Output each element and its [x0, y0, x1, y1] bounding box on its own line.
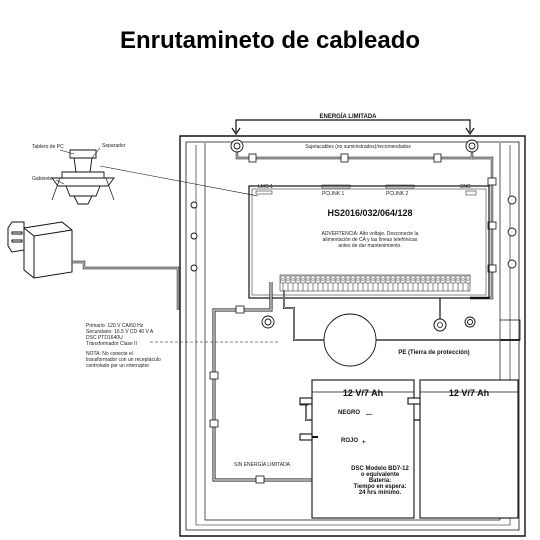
- terminal-screw-head: [386, 278, 390, 281]
- terminal-screw-head: [296, 278, 300, 281]
- note-line-3: controlado por un interruptor: [86, 363, 149, 369]
- transformer-spec-2: Secundario: 16.5 V CD 40 V A: [86, 329, 154, 335]
- terminal-screw-head: [461, 278, 465, 281]
- warning-line-2: alimentación de CA y las líneas telefóni…: [323, 237, 418, 243]
- power-wire-loop: [212, 282, 318, 482]
- warning-line-1: ADVERTENCIA: Alto voltaje. Desconecte la: [322, 231, 419, 237]
- transformer-spec-4: Transformador Clase II: [86, 341, 137, 347]
- terminal-screw-head: [326, 278, 330, 281]
- terminal-screw-head: [431, 278, 435, 281]
- cable-clamps-label: Sujetacables (no suministrados)/recomend…: [305, 144, 411, 150]
- red-wire-label: ROJO: [341, 438, 358, 444]
- pclink2-label: PCLINK 2: [386, 191, 408, 197]
- terminal-screw-head: [396, 278, 400, 281]
- battery-left-rating: 12 V/7 Ah: [343, 388, 383, 398]
- terminal-screw-head: [421, 278, 425, 281]
- terminal-screw-head: [401, 278, 405, 281]
- terminal-screw-head: [346, 278, 350, 281]
- terminal-screw-head: [441, 278, 445, 281]
- terminal-screw-head: [291, 278, 295, 281]
- battery-right-rating: 12 V/7 Ah: [449, 388, 489, 398]
- terminal-screw-head: [371, 278, 375, 281]
- transformer-spec-1: Primario: 120 V CA/60 Hz: [86, 323, 144, 329]
- terminal-screw-head: [281, 278, 285, 281]
- note-line-1: NOTA: No conecte el: [86, 351, 133, 357]
- terminal-screw-head: [341, 278, 345, 281]
- lmc1-label: LMC-1: [258, 184, 273, 190]
- standoff-illustration: [51, 149, 115, 205]
- pclink1-label: PCLINK 1: [322, 191, 344, 197]
- terminal-screw-head: [436, 278, 440, 281]
- terminal-screw-head: [331, 278, 335, 281]
- cabinet-label: Gabinete: [32, 176, 53, 182]
- battery-left: [299, 379, 415, 519]
- terminal-screw-head: [456, 278, 460, 281]
- terminal-wire-bundle: [282, 283, 469, 291]
- terminal-screw-head: [336, 278, 340, 281]
- terminal-screw-head: [406, 278, 410, 281]
- terminal-screw-head: [351, 278, 355, 281]
- terminal-screw-head: [416, 278, 420, 281]
- terminal-screw-head: [446, 278, 450, 281]
- battery-info-2: o equivalente: [361, 472, 400, 478]
- hinge-tab: [500, 319, 521, 341]
- terminal-screw-head: [376, 278, 380, 281]
- knockout-icons: [190, 139, 517, 272]
- snc-label: SNC: [460, 184, 471, 190]
- battery-info-4: Tiempo en espera:: [354, 484, 407, 490]
- battery-right: [407, 379, 519, 519]
- terminal-screw-head: [306, 278, 310, 281]
- black-wire-label: NEGRO: [338, 410, 360, 416]
- plus-symbol: +: [362, 440, 366, 446]
- cabinet: [179, 135, 526, 537]
- terminal-screw-head: [316, 278, 320, 281]
- battery-info-5: 24 hrs mínimo.: [359, 490, 402, 496]
- transformer-spec-3: DSC PTD1640U: [86, 335, 123, 341]
- limited-energy-bracket: [231, 119, 475, 136]
- separator-label: Separador: [102, 143, 126, 149]
- ac-cable: [72, 260, 180, 310]
- warning-line-3: antes de dar mantenimiento.: [338, 243, 401, 249]
- terminal-screw-head: [321, 278, 325, 281]
- pclink1-connector: [321, 184, 351, 189]
- ground-lug-icon: [433, 298, 447, 332]
- cable-clamp-icons: [248, 153, 497, 273]
- pc-board-label: Tablero de PC: [32, 144, 64, 150]
- battery-info-1: DSC Modelo BD7-12: [351, 466, 409, 472]
- terminal-screw-head: [426, 278, 430, 281]
- pc-board: [248, 185, 490, 299]
- terminal-screw-head: [411, 278, 415, 281]
- terminal-screw-head: [391, 278, 395, 281]
- terminal-screw-head: [286, 278, 290, 281]
- mounting-holes: [261, 313, 476, 367]
- terminal-screw-head: [361, 278, 365, 281]
- battery-info-3: Batería:: [369, 478, 391, 484]
- terminal-screw-head: [451, 278, 455, 281]
- standoff-leaders: [55, 147, 259, 197]
- lmc1-connector: [255, 190, 273, 195]
- terminal-screw-head: [301, 278, 305, 281]
- limited-energy-label: ENERGÍA LIMITADA: [320, 112, 378, 120]
- terminal-screw-head: [356, 278, 360, 281]
- pclink2-connector: [385, 184, 415, 189]
- minus-symbol: —: [366, 412, 372, 418]
- snc-connector: [465, 190, 477, 196]
- terminal-screw-head: [311, 278, 315, 281]
- model-label: HS2016/032/064/128: [327, 208, 412, 218]
- transformer-plug: [7, 221, 73, 279]
- no-limited-energy-label: SIN ENERGÍA LIMITADA: [234, 461, 291, 468]
- page-title: Enrutamineto de cableado: [120, 27, 420, 54]
- terminal-screw-head: [466, 278, 470, 281]
- note-line-2: transformador con un receptáculo: [86, 357, 161, 363]
- ground-label: PE (Tierra de protección): [398, 350, 469, 356]
- terminal-screw-head: [381, 278, 385, 281]
- terminal-screw-head: [366, 278, 370, 281]
